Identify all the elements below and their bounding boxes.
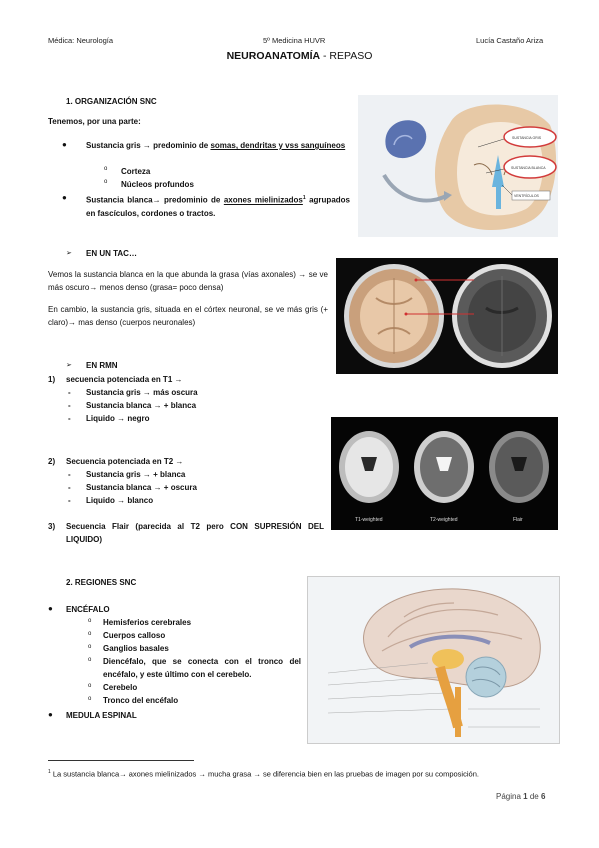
tac-heading: EN UN TAC… xyxy=(86,249,137,258)
title-main: NEUROANATOMÍA xyxy=(226,50,321,62)
arrow-bullet-icon: ➢ xyxy=(66,250,72,257)
footnote-text: La sustancia blanca→ axones mielinizados… xyxy=(52,769,479,779)
t1-title: secuencia potenciada en T1 → xyxy=(66,375,183,384)
circle-bullet-icon: o xyxy=(88,618,92,624)
encefalo-label: ENCÉFALO xyxy=(66,605,110,614)
caption-flair: Flair xyxy=(513,517,523,523)
circle-bullet-icon: o xyxy=(88,683,92,689)
t2-item-3: Liquido → blanco xyxy=(86,496,154,505)
gris-lead: Sustancia gris → predominio de xyxy=(86,141,211,150)
region-item-5: Cerebelo xyxy=(103,683,138,692)
t1-item-1: Sustancia gris → más oscura xyxy=(86,388,198,397)
brain-sagittal-image xyxy=(307,576,560,744)
title-suffix: - REPASO xyxy=(320,50,373,62)
footnote: 1 La sustancia blanca→ axones mielinizad… xyxy=(48,766,518,781)
dash-bullet: - xyxy=(68,483,71,492)
section1-intro: Tenemos, por una parte: xyxy=(48,117,141,126)
header-right: Lucía Castaño Ariza xyxy=(476,36,544,45)
t1-item-2: Sustancia blanca → + blanca xyxy=(86,401,197,410)
arrow-bullet-icon: ➢ xyxy=(66,362,72,369)
medula-label: MEDULA ESPINAL xyxy=(66,711,137,720)
flair-text: Secuencia Flair (parecida al T2 pero CON… xyxy=(66,522,324,544)
dash-bullet: - xyxy=(68,496,71,505)
region-item-6: Tronco del encéfalo xyxy=(103,696,179,705)
caption-t1: T1-weighted xyxy=(355,517,383,523)
caption-t2: T2-weighted xyxy=(430,517,458,523)
dash-bullet: - xyxy=(68,401,71,410)
region-item-2: Cuerpos calloso xyxy=(103,631,166,640)
t2-number: 2) xyxy=(48,457,56,466)
footnote-mark: 1 xyxy=(48,769,51,775)
page-number: Página 1 de 6 xyxy=(496,792,545,801)
region-item-1: Hemisferios cerebrales xyxy=(103,618,192,627)
gris-sub-1: Corteza xyxy=(121,167,151,176)
footnote-divider xyxy=(48,760,194,761)
dash-bullet: - xyxy=(68,388,71,397)
bullet-dot-icon: ● xyxy=(62,140,67,149)
gris-underlined: somas, dendritas y vss sanguíneos xyxy=(210,141,346,150)
circle-bullet-icon: o xyxy=(88,657,92,663)
blanca-underlined: axones mielinizados xyxy=(223,195,303,205)
footnote-ref[interactable]: 1 xyxy=(302,195,306,201)
label-ventriculos: VENTRÍCULOS xyxy=(514,194,540,198)
page-total: 6 xyxy=(540,792,546,801)
blanca-tail: agrupados en fascículos, cordones o trac… xyxy=(86,195,350,218)
region-item-3: Ganglios basales xyxy=(103,644,169,653)
t1-item-3: Liquido → negro xyxy=(86,414,150,423)
section1-heading: 1. ORGANIZACIÓN SNC xyxy=(66,97,157,106)
blanca-lead: Sustancia blanca→ predominio de xyxy=(86,195,224,205)
region-item-4: Diencéfalo, que se conecta con el tronco… xyxy=(103,657,301,679)
sustancia-gris-text: Sustancia gris → predominio de somas, de… xyxy=(86,139,350,152)
mri-sequences-image: T1-weighted T2-weighted Flair xyxy=(331,417,558,530)
circle-bullet-icon: o xyxy=(104,179,108,185)
flair-number: 3) xyxy=(48,522,56,531)
circle-bullet-icon: o xyxy=(104,166,108,172)
t2-item-2: Sustancia blanca → + oscura xyxy=(86,483,197,492)
rmn-heading: EN RMN xyxy=(86,361,118,370)
bullet-dot-icon: ● xyxy=(62,193,67,202)
circle-bullet-icon: o xyxy=(88,644,92,650)
page-prefix: Página xyxy=(496,792,524,801)
t2-item-1: Sustancia gris → + blanca xyxy=(86,470,186,479)
dash-bullet: - xyxy=(68,414,71,423)
header-left: Médica: Neurología xyxy=(48,36,114,45)
ct-scan-image xyxy=(336,258,558,374)
tac-paragraph-1: Vemos la sustancia blanca en la que abun… xyxy=(48,270,328,292)
page-title: NEUROANATOMÍA - REPASO xyxy=(0,50,599,62)
dash-bullet: - xyxy=(68,470,71,479)
t2-title: Secuencia potenciada en T2 → xyxy=(66,457,184,466)
page-mid: de xyxy=(527,792,541,801)
bullet-dot-icon: ● xyxy=(48,710,53,719)
header-center: 5º Medicina HUVR xyxy=(263,36,326,45)
label-sustancia-gris: SUSTANCIA GRIS xyxy=(512,136,542,140)
circle-bullet-icon: o xyxy=(88,696,92,702)
sustancia-blanca-text: Sustancia blanca→ predominio de axones m… xyxy=(86,192,350,220)
tac-paragraph-2: En cambio, la sustancia gris, situada en… xyxy=(48,305,328,327)
gris-sub-2: Núcleos profundos xyxy=(121,180,194,189)
bullet-dot-icon: ● xyxy=(48,604,53,613)
section2-heading: 2. REGIONES SNC xyxy=(66,578,137,587)
brain-coronal-image: SUSTANCIA GRIS SUSTANCIA BLANCA VENTRÍCU… xyxy=(358,95,558,237)
page-current: 1 xyxy=(523,792,528,801)
t1-number: 1) xyxy=(48,375,56,384)
label-sustancia-blanca: SUSTANCIA BLANCA xyxy=(511,166,546,170)
circle-bullet-icon: o xyxy=(88,631,92,637)
